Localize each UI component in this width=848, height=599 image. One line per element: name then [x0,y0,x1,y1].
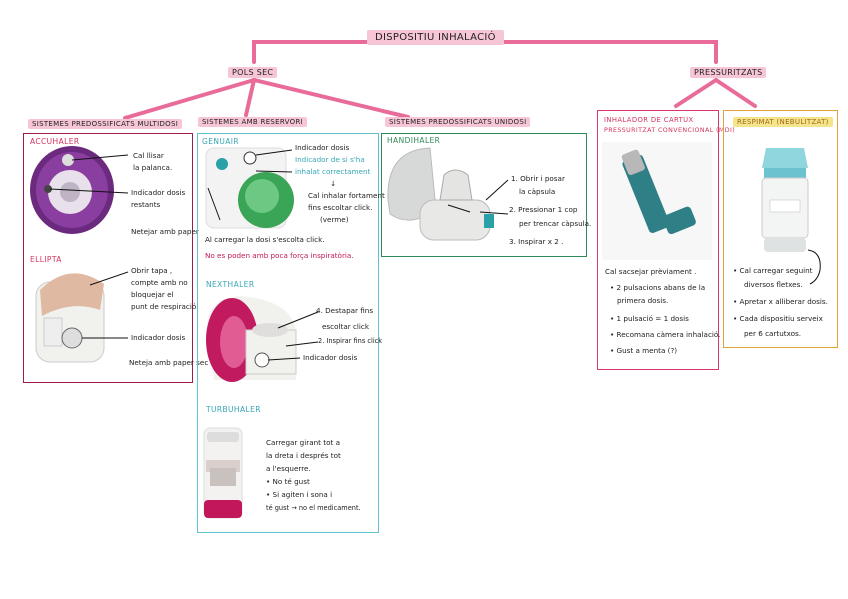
accuhaler-title: ACCUHALER [30,137,80,146]
mdi-note-4: • 1 pulsació = 1 dosis [610,314,689,323]
handihaler-title: HANDIHALER [387,136,441,145]
ellipta-note-1: Obrir tapa , [131,266,173,275]
column-multidosi: SISTEMES PREDOSSIFICATS MULTIDOSI [28,119,183,129]
handihaler-note-1: 1. Obrir i posar [511,174,565,183]
respimat-note-2: diversos fletxes. [744,280,803,289]
respimat-note-5: per 6 cartutxos. [744,329,802,338]
mdi-note-1: Cal sacsejar prèviament . [605,267,697,276]
mdi-title-line2: PRESSURITZAT CONVENCIONAL (MDI) [604,127,736,134]
nexthaler-note-3: 2. Inspirar fins click [318,337,383,345]
ellipta-title: ELLIPTA [30,255,62,264]
genuair-note-6: fins escoltar click. [308,203,373,212]
turbuhaler-note-6: té gust → no el medicament. [266,504,361,512]
accuhaler-note-5: Netejar amb paper [131,227,199,236]
handihaler-note-2: la càpsula [519,187,556,196]
mdi-note-6: • Gust a menta (?) [610,346,678,355]
accuhaler-note-1: Cal llisar [133,151,164,160]
column-reservori: SISTEMES AMB RESERVORI [198,117,307,127]
mdi-title-line1: INHALADOR DE CARTUX [604,116,694,124]
mdi-note-5: • Recomana càmera inhalació. [610,330,721,339]
genuair-title: GENUAIR [202,137,240,146]
mdi-note-3: primera dosis. [617,296,669,305]
genuair-bottom-1: Al carregar la dosi s'escolta click. [205,235,325,244]
accuhaler-note-4: restants [131,200,161,209]
nexthaler-note-2: escoltar click [322,322,370,331]
branch-pressuritzats: PRESSURITZATS [690,67,767,78]
turbuhaler-note-2: la dreta i després tot [266,451,341,460]
ellipta-note-6: Neteja amb paper sec [129,358,209,367]
handihaler-note-3: 2. Pressionar 1 cop [509,205,578,214]
respimat-note-4: • Cada dispositiu serveix [733,314,823,323]
reservori-box [197,133,379,533]
ellipta-note-3: bloquejar el [131,290,174,299]
turbuhaler-note-5: • Si agiten i sona i [266,490,333,499]
respimat-note-1: • Cal carregar seguint [733,266,813,275]
handihaler-note-4: per trencar càpsula. [519,219,592,228]
respimat-title: RESPIMAT (NEBULITZAT) [733,117,833,127]
genuair-note-1: Indicador dosis [295,143,350,152]
handihaler-note-5: 3. Inspirar x 2 . [509,237,564,246]
genuair-note-5: Cal inhalar fortament [308,191,385,200]
turbuhaler-note-4: • No té gust [266,477,310,486]
turbuhaler-note-1: Carregar girant tot a [266,438,340,447]
accuhaler-note-3: Indicador dosis [131,188,186,197]
respimat-box [723,110,838,348]
unidosi-box [381,133,587,257]
nexthaler-note-1: 4. Destapar fins [316,306,374,315]
branch-pols-sec: POLS SEC [228,67,278,78]
main-title: DISPOSITIU INHALACIÓ [367,30,504,45]
mdi-note-2: • 2 pulsacions abans de la [610,283,706,292]
ellipta-note-2: compte amb no [131,278,188,287]
ellipta-note-4: punt de respiració. [131,302,199,311]
turbuhaler-note-3: a l'esquerre. [266,464,311,473]
genuair-note-4: ↓ [330,179,337,188]
multidosi-box [23,133,193,383]
column-unidosi: SISTEMES PREDOSSIFICATS UNIDOSI [385,117,531,127]
genuair-note-7: (verme) [320,215,349,224]
nexthaler-note-4: Indicador dosis [303,353,358,362]
genuair-note-2: Indicador de si s'ha [295,155,365,164]
mdi-box [597,110,719,370]
turbuhaler-title: TURBUHALER [206,405,261,414]
ellipta-note-5: Indicador dosis [131,333,186,342]
genuair-bottom-2: No es poden amb poca força inspiratòria. [205,251,354,260]
accuhaler-note-2: la palanca. [133,163,173,172]
nexthaler-title: NEXTHALER [206,280,255,289]
respimat-note-3: • Apretar x alliberar dosis. [733,297,828,306]
genuair-note-3: inhalat correctament [295,167,371,176]
